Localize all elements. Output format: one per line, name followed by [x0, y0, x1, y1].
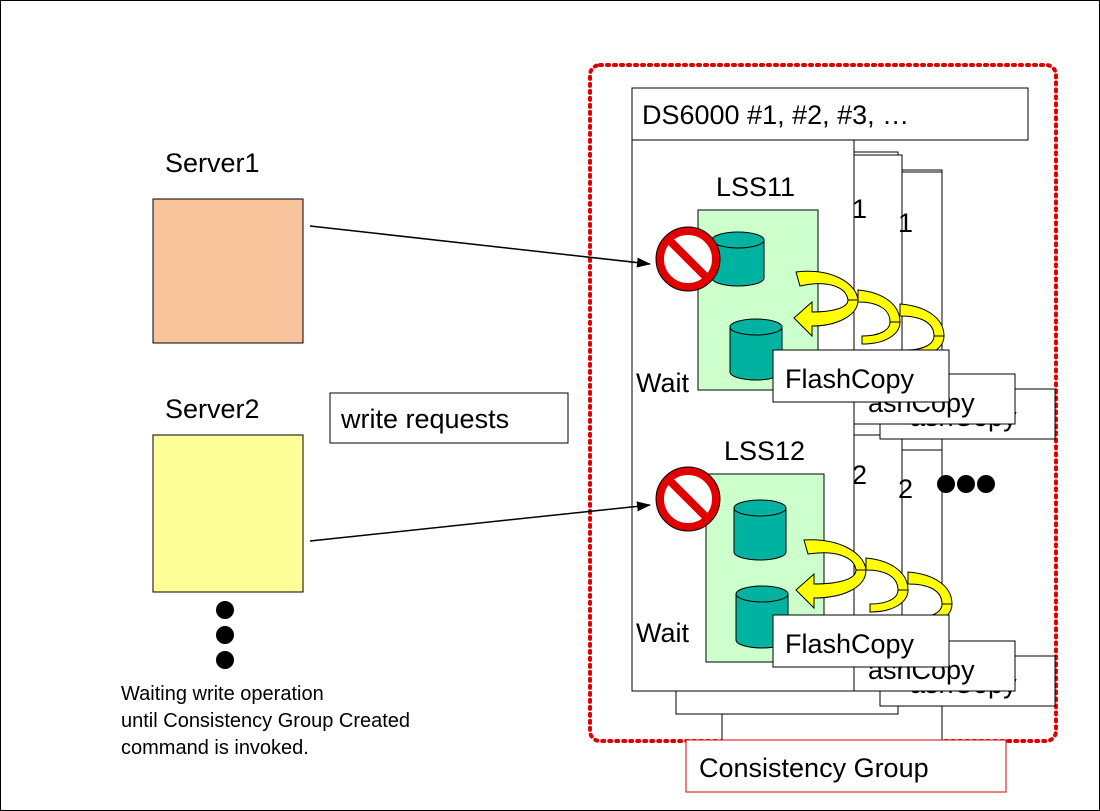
- consistency-group-label-box: [685, 739, 1007, 793]
- lss-back-suffix-2a: 2: [852, 460, 867, 490]
- write-requests-box: [329, 392, 569, 444]
- wait-label-lss12: Wait: [636, 618, 689, 648]
- vertical-ellipsis-dots: [216, 601, 234, 669]
- server2-box: [152, 434, 304, 593]
- database-icon: [729, 318, 783, 381]
- lss-back-suffix-1a: 1: [852, 194, 867, 224]
- wait-label-lss11: Wait: [636, 368, 689, 398]
- waiting-note-line-1: Waiting write operation: [121, 683, 324, 705]
- server1-box: [152, 198, 304, 344]
- database-icon: [711, 231, 765, 287]
- write-arrow-1: [309, 225, 651, 268]
- flashcopy-box-lss11: [772, 349, 950, 403]
- write-requests-label: write requests: [340, 404, 509, 434]
- waiting-note-line-2: until Consistency Group Created: [121, 710, 410, 732]
- lss11-label: LSS11: [716, 172, 795, 202]
- lss-back-suffix-2b: 2: [898, 474, 913, 504]
- server1-label: Server1: [165, 148, 260, 178]
- waiting-note-line-3: command is invoked.: [121, 737, 309, 759]
- curved-arrow-icon: [865, 557, 909, 613]
- ellipsis-dots: [937, 475, 995, 493]
- prohibited-icon: [655, 466, 721, 532]
- lss-back-suffix-1b: 1: [898, 208, 913, 238]
- server2-label: Server2: [165, 394, 260, 424]
- flashcopy-box-lss12: [772, 614, 950, 668]
- flashcopy-label-lss12: FlashCopy: [785, 629, 915, 659]
- ds-header-label: DS6000 #1, #2, #3, …: [642, 100, 909, 130]
- ds-header-box: [631, 87, 1029, 141]
- curved-arrow-icon: [793, 270, 859, 338]
- curved-arrow-icon: [857, 289, 901, 345]
- consistency-group-label: Consistency Group: [699, 753, 929, 783]
- write-arrow-2: [309, 501, 651, 542]
- lss12-label: LSS12: [724, 436, 805, 466]
- flashcopy-label-lss11: FlashCopy: [785, 364, 915, 394]
- database-icon: [733, 499, 787, 561]
- prohibited-icon: [655, 226, 721, 292]
